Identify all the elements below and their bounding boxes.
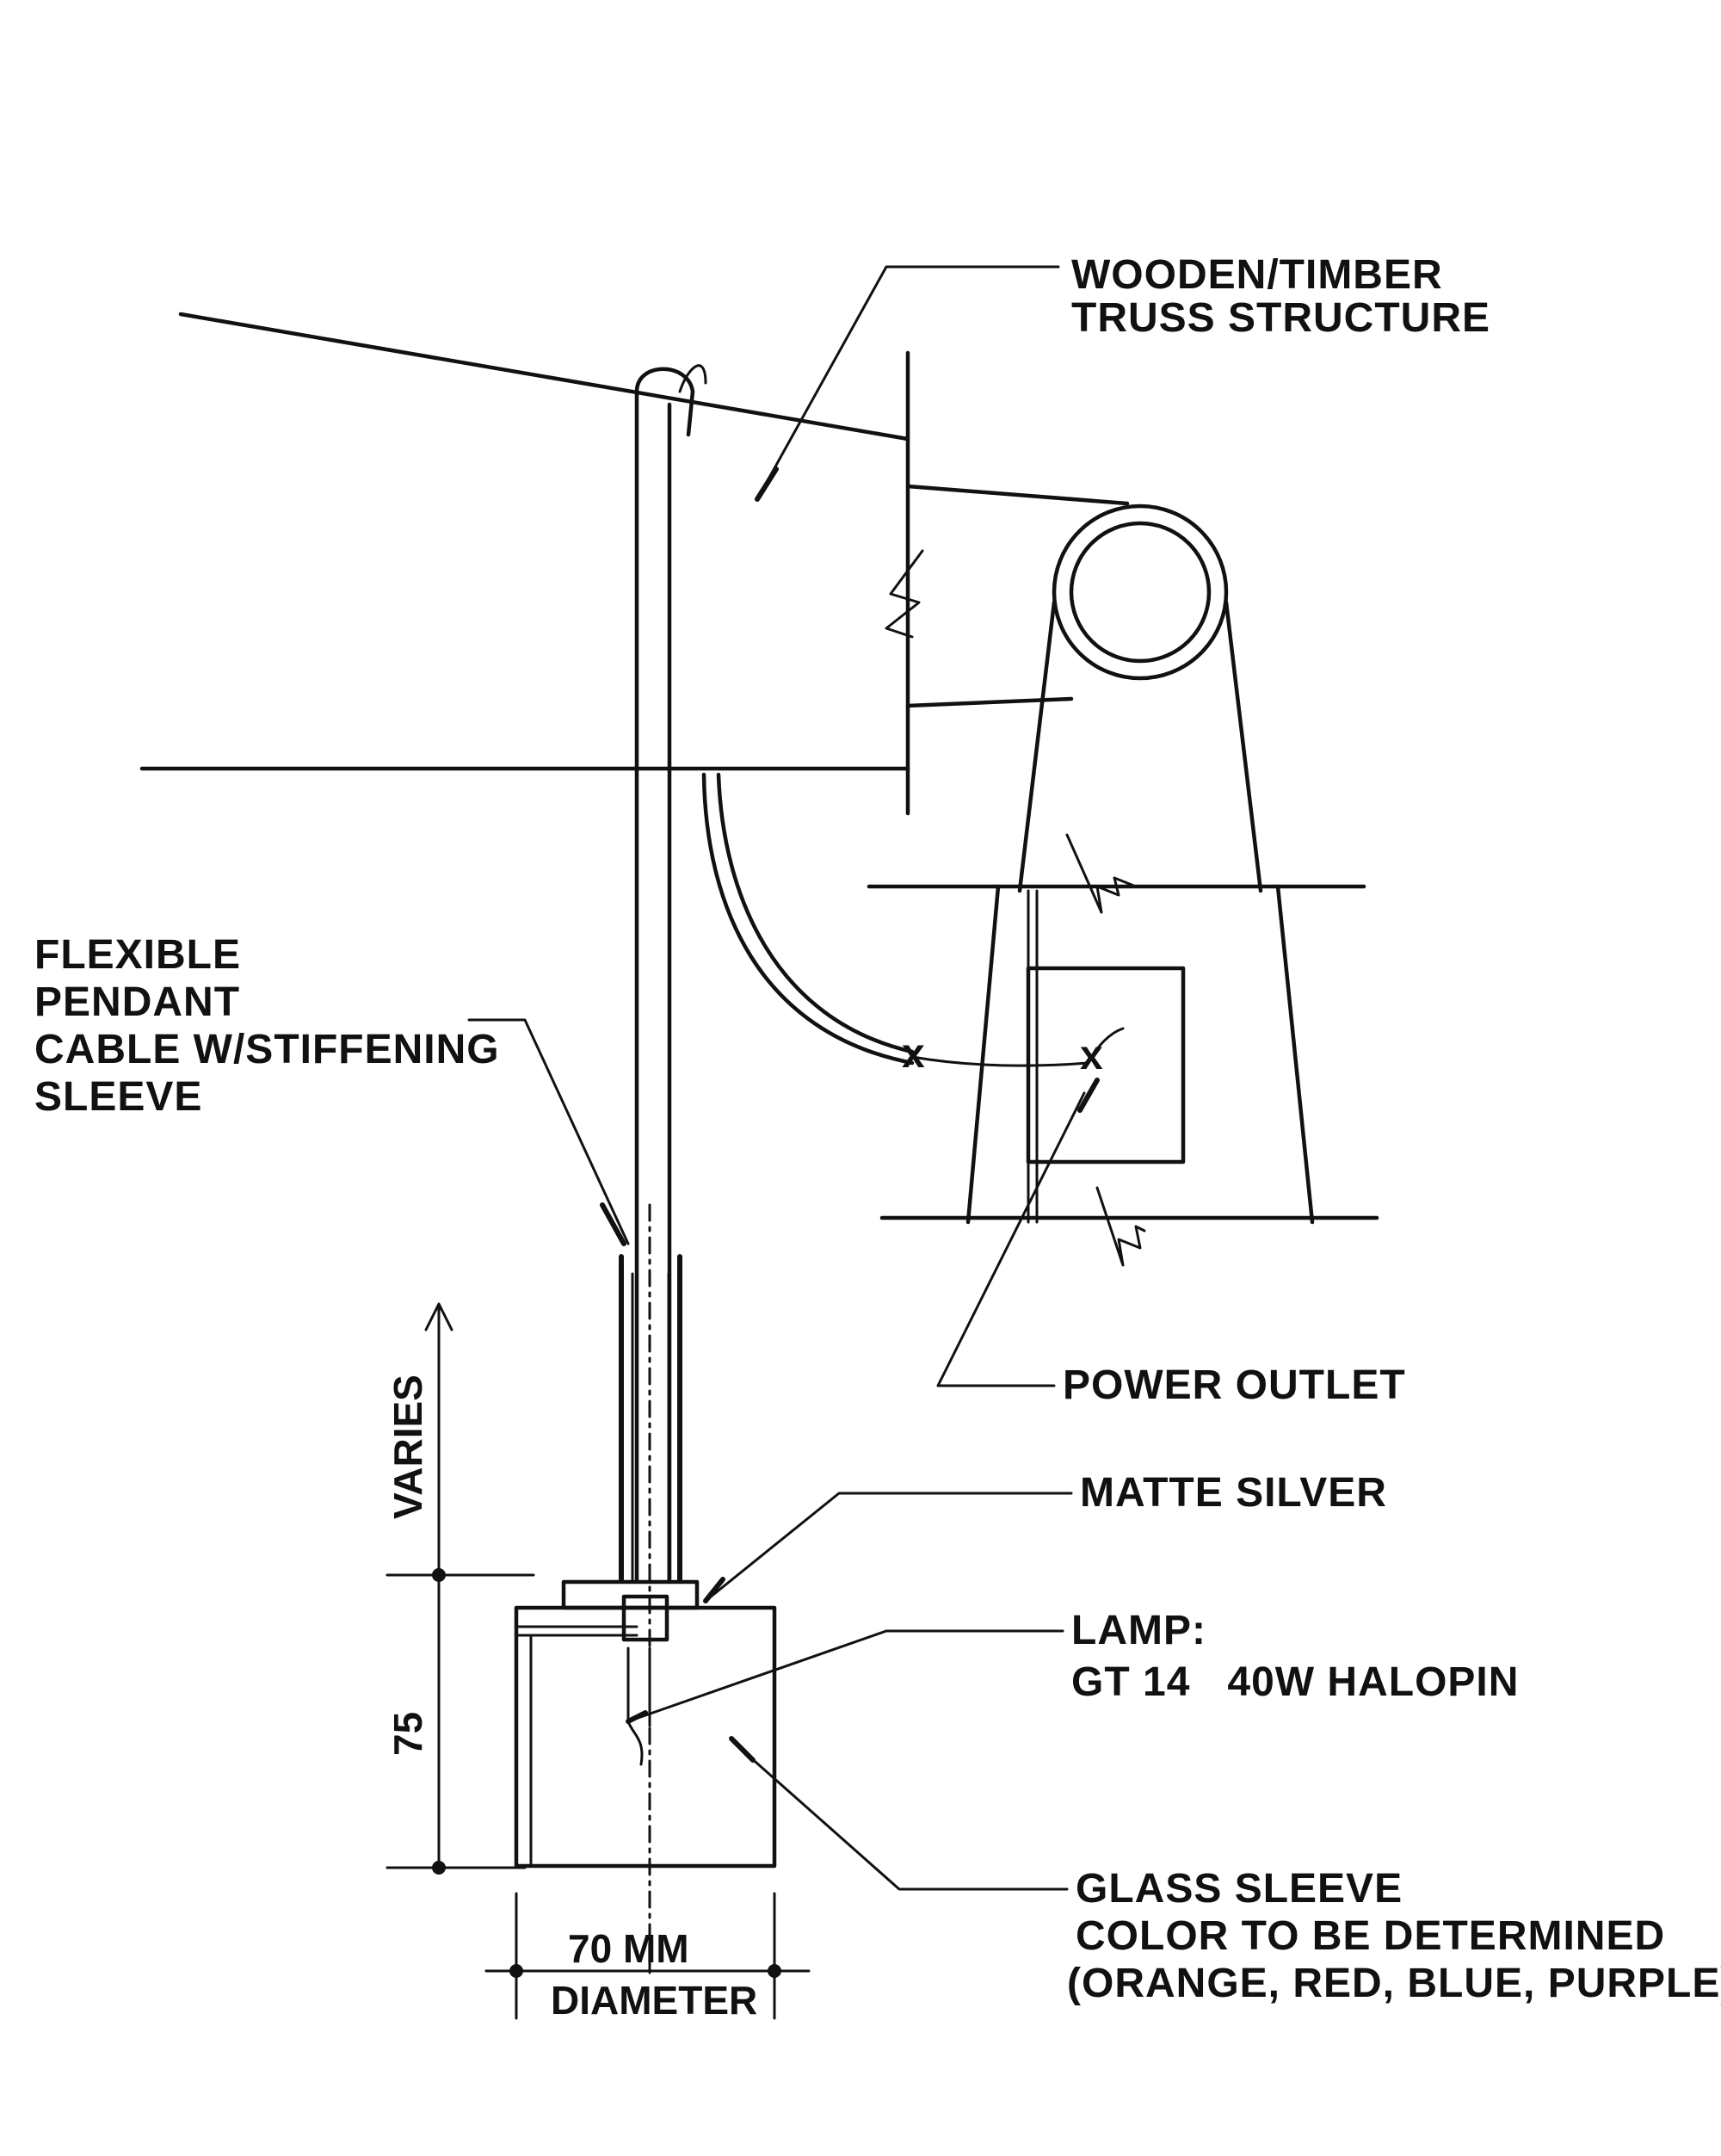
annotation-labels: WOODEN/TIMBER TRUSS STRUCTURE FLEXIBLE P…: [34, 252, 1721, 2023]
lamp-label-line1: LAMP:: [1071, 1608, 1206, 1653]
glass-label-line1: GLASS SLEEVE: [1076, 1866, 1403, 1912]
svg-text:x: x: [902, 1031, 926, 1077]
cable-label-line1: FLEXIBLE: [34, 932, 241, 978]
glass-label-line2: COLOR TO BE DETERMINED: [1076, 1913, 1665, 1959]
timber-truss: [139, 312, 1263, 893]
glass-label-line3: (ORANGE, RED, BLUE, PURPLE): [1067, 1961, 1721, 2006]
truss-label-line1: WOODEN/TIMBER: [1071, 252, 1443, 298]
varies-dimension: VARIES: [386, 1375, 430, 1519]
matte-silver-label: MATTE SILVER: [1080, 1470, 1387, 1516]
power-outlet-assembly: x x: [701, 772, 1379, 1267]
leader-lines: [467, 265, 1100, 1891]
width-dimension-line1: 70 MM: [568, 1926, 689, 1971]
width-dimension-line2: DIAMETER: [551, 1978, 757, 2023]
power-outlet-label: POWER OUTLET: [1063, 1362, 1406, 1408]
height-dimension: 75: [386, 1712, 430, 1756]
truss-label-line2: TRUSS STRUCTURE: [1071, 295, 1490, 341]
cable-label-line3: CABLE W/STIFFENING: [34, 1027, 500, 1072]
pendant-cable: [619, 364, 707, 1582]
svg-text:x: x: [1080, 1033, 1104, 1078]
lamp-fixture: [514, 1203, 777, 1981]
dimension-lines: [386, 1302, 811, 2020]
cable-label-line2: PENDANT: [34, 979, 240, 1025]
lamp-label-line2: GT 14 40W HALOPIN: [1071, 1659, 1519, 1705]
cable-label-line4: SLEEVE: [34, 1074, 202, 1120]
